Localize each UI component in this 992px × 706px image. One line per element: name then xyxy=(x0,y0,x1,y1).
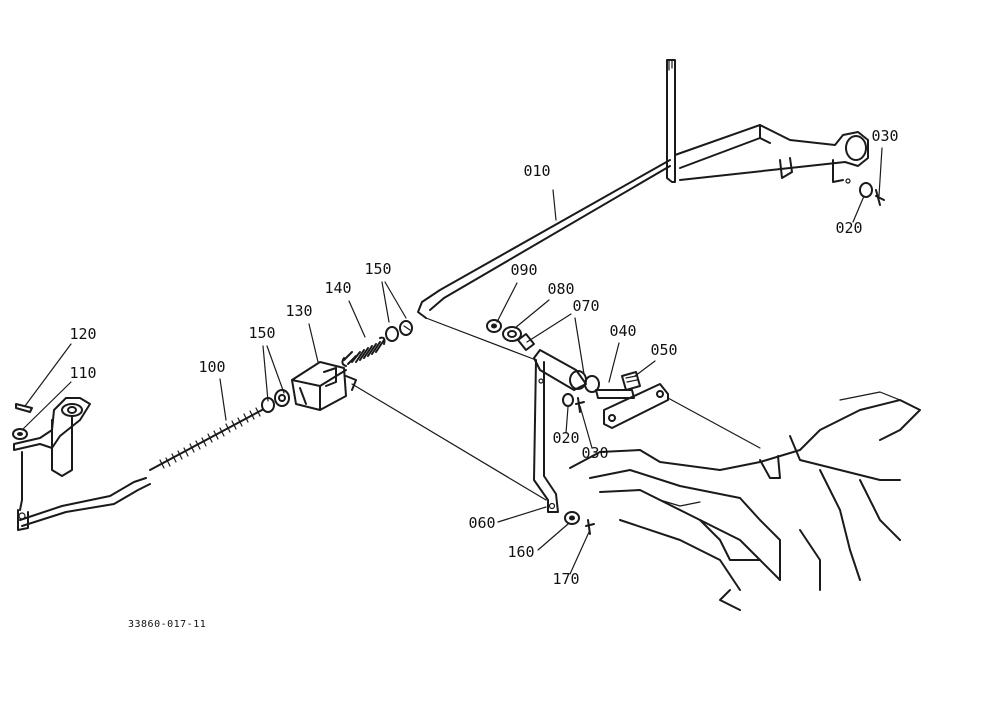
callout-label-c-120: 120 xyxy=(69,325,96,343)
alignment-lines xyxy=(351,317,761,501)
lower-arm-060 xyxy=(533,359,595,535)
callout-label-c-130: 130 xyxy=(285,302,312,320)
callout-label-c-100: 100 xyxy=(198,358,225,376)
leader-line-c-140 xyxy=(348,300,366,338)
callout-label-c-010: 010 xyxy=(523,162,550,180)
drawing-number: 33860-017-11 xyxy=(128,619,206,630)
nuts-150-lower xyxy=(261,389,290,413)
callout-label-c-020b: 020 xyxy=(552,429,579,447)
leader-line-c-040 xyxy=(608,342,620,383)
leader-line-c-160 xyxy=(537,523,569,551)
spring-assembly-140 xyxy=(341,320,413,367)
leader-line-c-150b xyxy=(262,345,269,402)
callout-label-c-080: 080 xyxy=(547,280,574,298)
callout-label-c-170: 170 xyxy=(552,570,579,588)
leader-line-c-120 xyxy=(24,343,72,407)
rod-010 xyxy=(417,159,671,319)
threaded-rod-100 xyxy=(17,407,263,531)
leader-line-c-060 xyxy=(497,506,547,523)
leader-line-c-030b xyxy=(579,405,593,449)
callout-label-c-150b: 150 xyxy=(248,324,275,342)
callout-leaders xyxy=(21,147,883,575)
leader-line-c-030a xyxy=(878,147,883,197)
bracket-plate-040 xyxy=(595,371,669,429)
leader-line-c-110 xyxy=(21,381,72,431)
callout-labels: 0100300200900800700400501501401301501001… xyxy=(69,127,898,588)
leader-line-c-150a2 xyxy=(384,281,407,319)
callout-label-c-020a: 020 xyxy=(835,219,862,237)
callout-label-c-140: 140 xyxy=(324,279,351,297)
leader-line-c-130 xyxy=(308,323,319,363)
leader-line-c-150a xyxy=(381,281,390,323)
link-hardware xyxy=(486,319,600,393)
callout-label-c-030b: 030 xyxy=(581,444,608,462)
callout-label-c-160: 160 xyxy=(507,543,534,561)
leader-line-c-100 xyxy=(219,378,227,421)
pivot-boss-110 xyxy=(12,397,91,511)
callout-label-c-090: 090 xyxy=(510,261,537,279)
callout-label-c-110: 110 xyxy=(69,364,96,382)
leader-line-c-090 xyxy=(496,282,518,323)
leader-line-c-080 xyxy=(514,299,550,329)
callout-label-c-040: 040 xyxy=(609,322,636,340)
leader-line-c-070 xyxy=(526,313,572,343)
upper-pedal-bracket xyxy=(666,59,869,183)
washer-pin-top xyxy=(845,178,885,206)
callout-label-c-060: 060 xyxy=(468,514,495,532)
leader-line-c-050 xyxy=(634,360,656,377)
leader-line-c-150b2 xyxy=(266,345,285,394)
callout-label-c-150a: 150 xyxy=(364,260,391,278)
callout-label-c-070: 070 xyxy=(572,297,599,315)
leader-line-c-070b xyxy=(574,317,585,375)
frame-housing xyxy=(569,391,921,611)
leader-line-c-020b xyxy=(565,406,569,434)
leader-line-c-010 xyxy=(552,189,557,221)
callout-label-c-030a: 030 xyxy=(871,127,898,145)
leader-line-c-020a xyxy=(852,195,865,223)
clevis-block-130 xyxy=(291,361,357,411)
leader-line-c-170 xyxy=(569,531,590,575)
callout-label-c-050: 050 xyxy=(650,341,677,359)
